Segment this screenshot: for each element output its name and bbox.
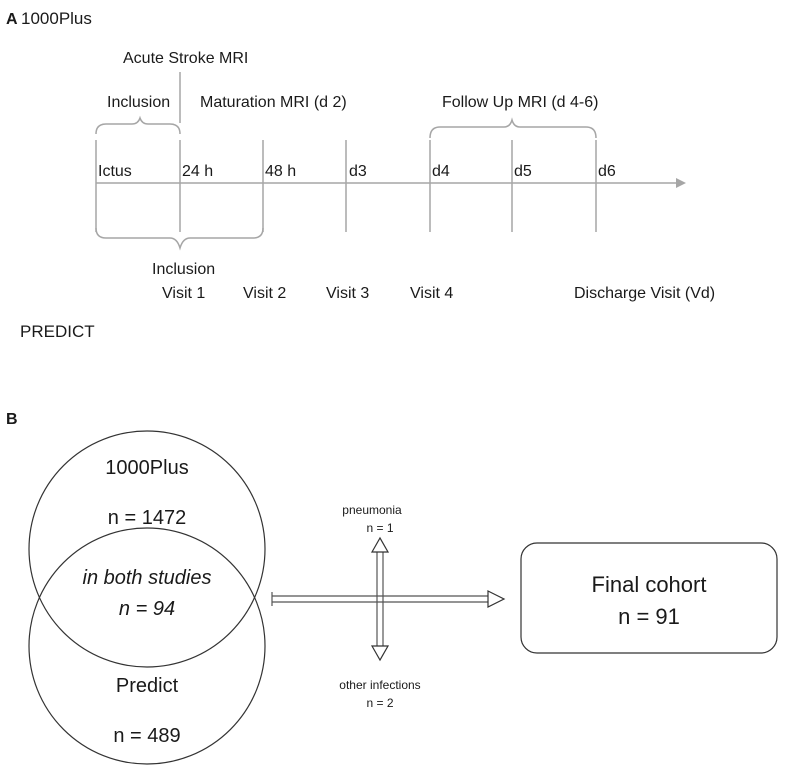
panel-b-label: B	[6, 411, 18, 428]
predict-label: PREDICT	[20, 322, 95, 341]
timepoint-d5: d5	[514, 163, 532, 180]
timeline-arrowhead	[676, 178, 686, 188]
final-cohort-box	[520, 542, 778, 654]
visit-2-label: Visit 2	[243, 285, 286, 302]
timepoint-48h: 48 h	[265, 163, 296, 180]
followup-mri-label: Follow Up MRI (d 4-6)	[442, 94, 598, 111]
venn-bottom-n: n = 489	[113, 725, 180, 747]
final-cohort-label: Final cohort	[592, 572, 707, 597]
maturation-mri-label: Maturation MRI (d 2)	[200, 94, 347, 111]
panel-a-title: 1000Plus	[21, 9, 92, 28]
other-infections-n: n = 2	[366, 696, 393, 710]
venn-bottom-name: Predict	[116, 675, 179, 697]
final-cohort-n: n = 91	[618, 604, 680, 629]
timepoint-d6: d6	[598, 163, 616, 180]
inclusion-bottom-brace	[95, 227, 264, 251]
venn-top-n: n = 1472	[108, 507, 186, 529]
inclusion-top-brace	[95, 115, 181, 135]
timepoint-ictus: Ictus	[98, 163, 132, 180]
pneumonia-label: pneumonia	[342, 503, 402, 517]
discharge-visit-label: Discharge Visit (Vd)	[574, 285, 715, 302]
timepoint-d3: d3	[349, 163, 367, 180]
other-infections-label: other infections	[339, 678, 420, 692]
inclusion-top-label: Inclusion	[107, 94, 170, 111]
acute-stroke-mri-label: Acute Stroke MRI	[123, 50, 248, 67]
visit-1-label: Visit 1	[162, 285, 205, 302]
panel-a-label: A	[6, 11, 18, 28]
visit-3-label: Visit 3	[326, 285, 369, 302]
visit-4-label: Visit 4	[410, 285, 453, 302]
flow-arrow-vertical	[370, 536, 390, 662]
timepoint-d4: d4	[432, 163, 450, 180]
venn-circle-predict	[28, 527, 266, 765]
flow-arrow-horizontal	[271, 590, 506, 608]
venn-overlap-label: in both studies	[83, 567, 212, 589]
timepoint-24h: 24 h	[182, 163, 213, 180]
pneumonia-n: n = 1	[366, 521, 393, 535]
venn-overlap-n: n = 94	[119, 598, 175, 620]
followup-brace	[429, 117, 597, 139]
venn-top-name: 1000Plus	[105, 457, 188, 479]
venn-circle-1000plus	[28, 430, 266, 668]
inclusion-bottom-label: Inclusion	[152, 261, 215, 278]
